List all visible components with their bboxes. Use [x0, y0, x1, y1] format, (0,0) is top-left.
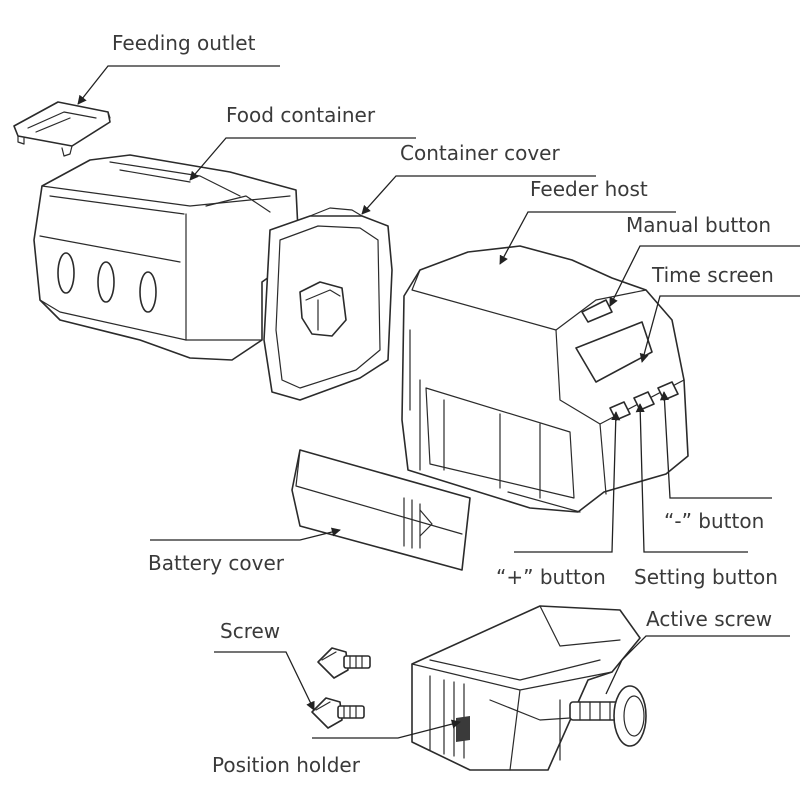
leader-plus-button [514, 411, 621, 553]
leader-position-holder [312, 719, 461, 739]
leader-battery-cover [150, 527, 341, 541]
feeding-outlet-part [13, 101, 111, 157]
label-battery-cover: Battery cover [148, 551, 285, 575]
screw-bottom-part [311, 697, 365, 729]
label-time-screen: Time screen [651, 263, 774, 287]
leader-manual-button [609, 245, 800, 307]
label-feeder-host: Feeder host [530, 177, 648, 201]
leader-feeder-host [499, 211, 676, 265]
label-setting-button: Setting button [634, 565, 778, 589]
label-container-cover: Container cover [400, 141, 560, 165]
position-holder-part [411, 605, 647, 771]
leader-active-screw [605, 635, 790, 695]
label-food-container: Food container [226, 103, 376, 127]
leader-lines [77, 65, 800, 739]
screw-top-part [317, 647, 371, 679]
leader-feeding-outlet [77, 65, 280, 105]
leader-minus-button [659, 391, 772, 499]
battery-cover-part [291, 449, 471, 571]
label-plus-button: “+” button [496, 565, 606, 589]
container-cover-part [263, 207, 393, 401]
label-manual-button: Manual button [626, 213, 771, 237]
label-minus-button: “-” button [664, 509, 764, 533]
label-feeding-outlet: Feeding outlet [112, 31, 256, 55]
leader-time-screen [639, 295, 800, 363]
feeder-host-part [401, 245, 689, 513]
leader-setting-button [635, 403, 748, 553]
leader-container-cover [361, 175, 596, 215]
leader-screw [214, 651, 315, 711]
label-active-screw: Active screw [646, 607, 772, 631]
food-container-part [33, 154, 299, 361]
label-position-holder: Position holder [212, 753, 361, 777]
label-screw: Screw [220, 619, 280, 643]
leader-food-container [189, 137, 416, 181]
